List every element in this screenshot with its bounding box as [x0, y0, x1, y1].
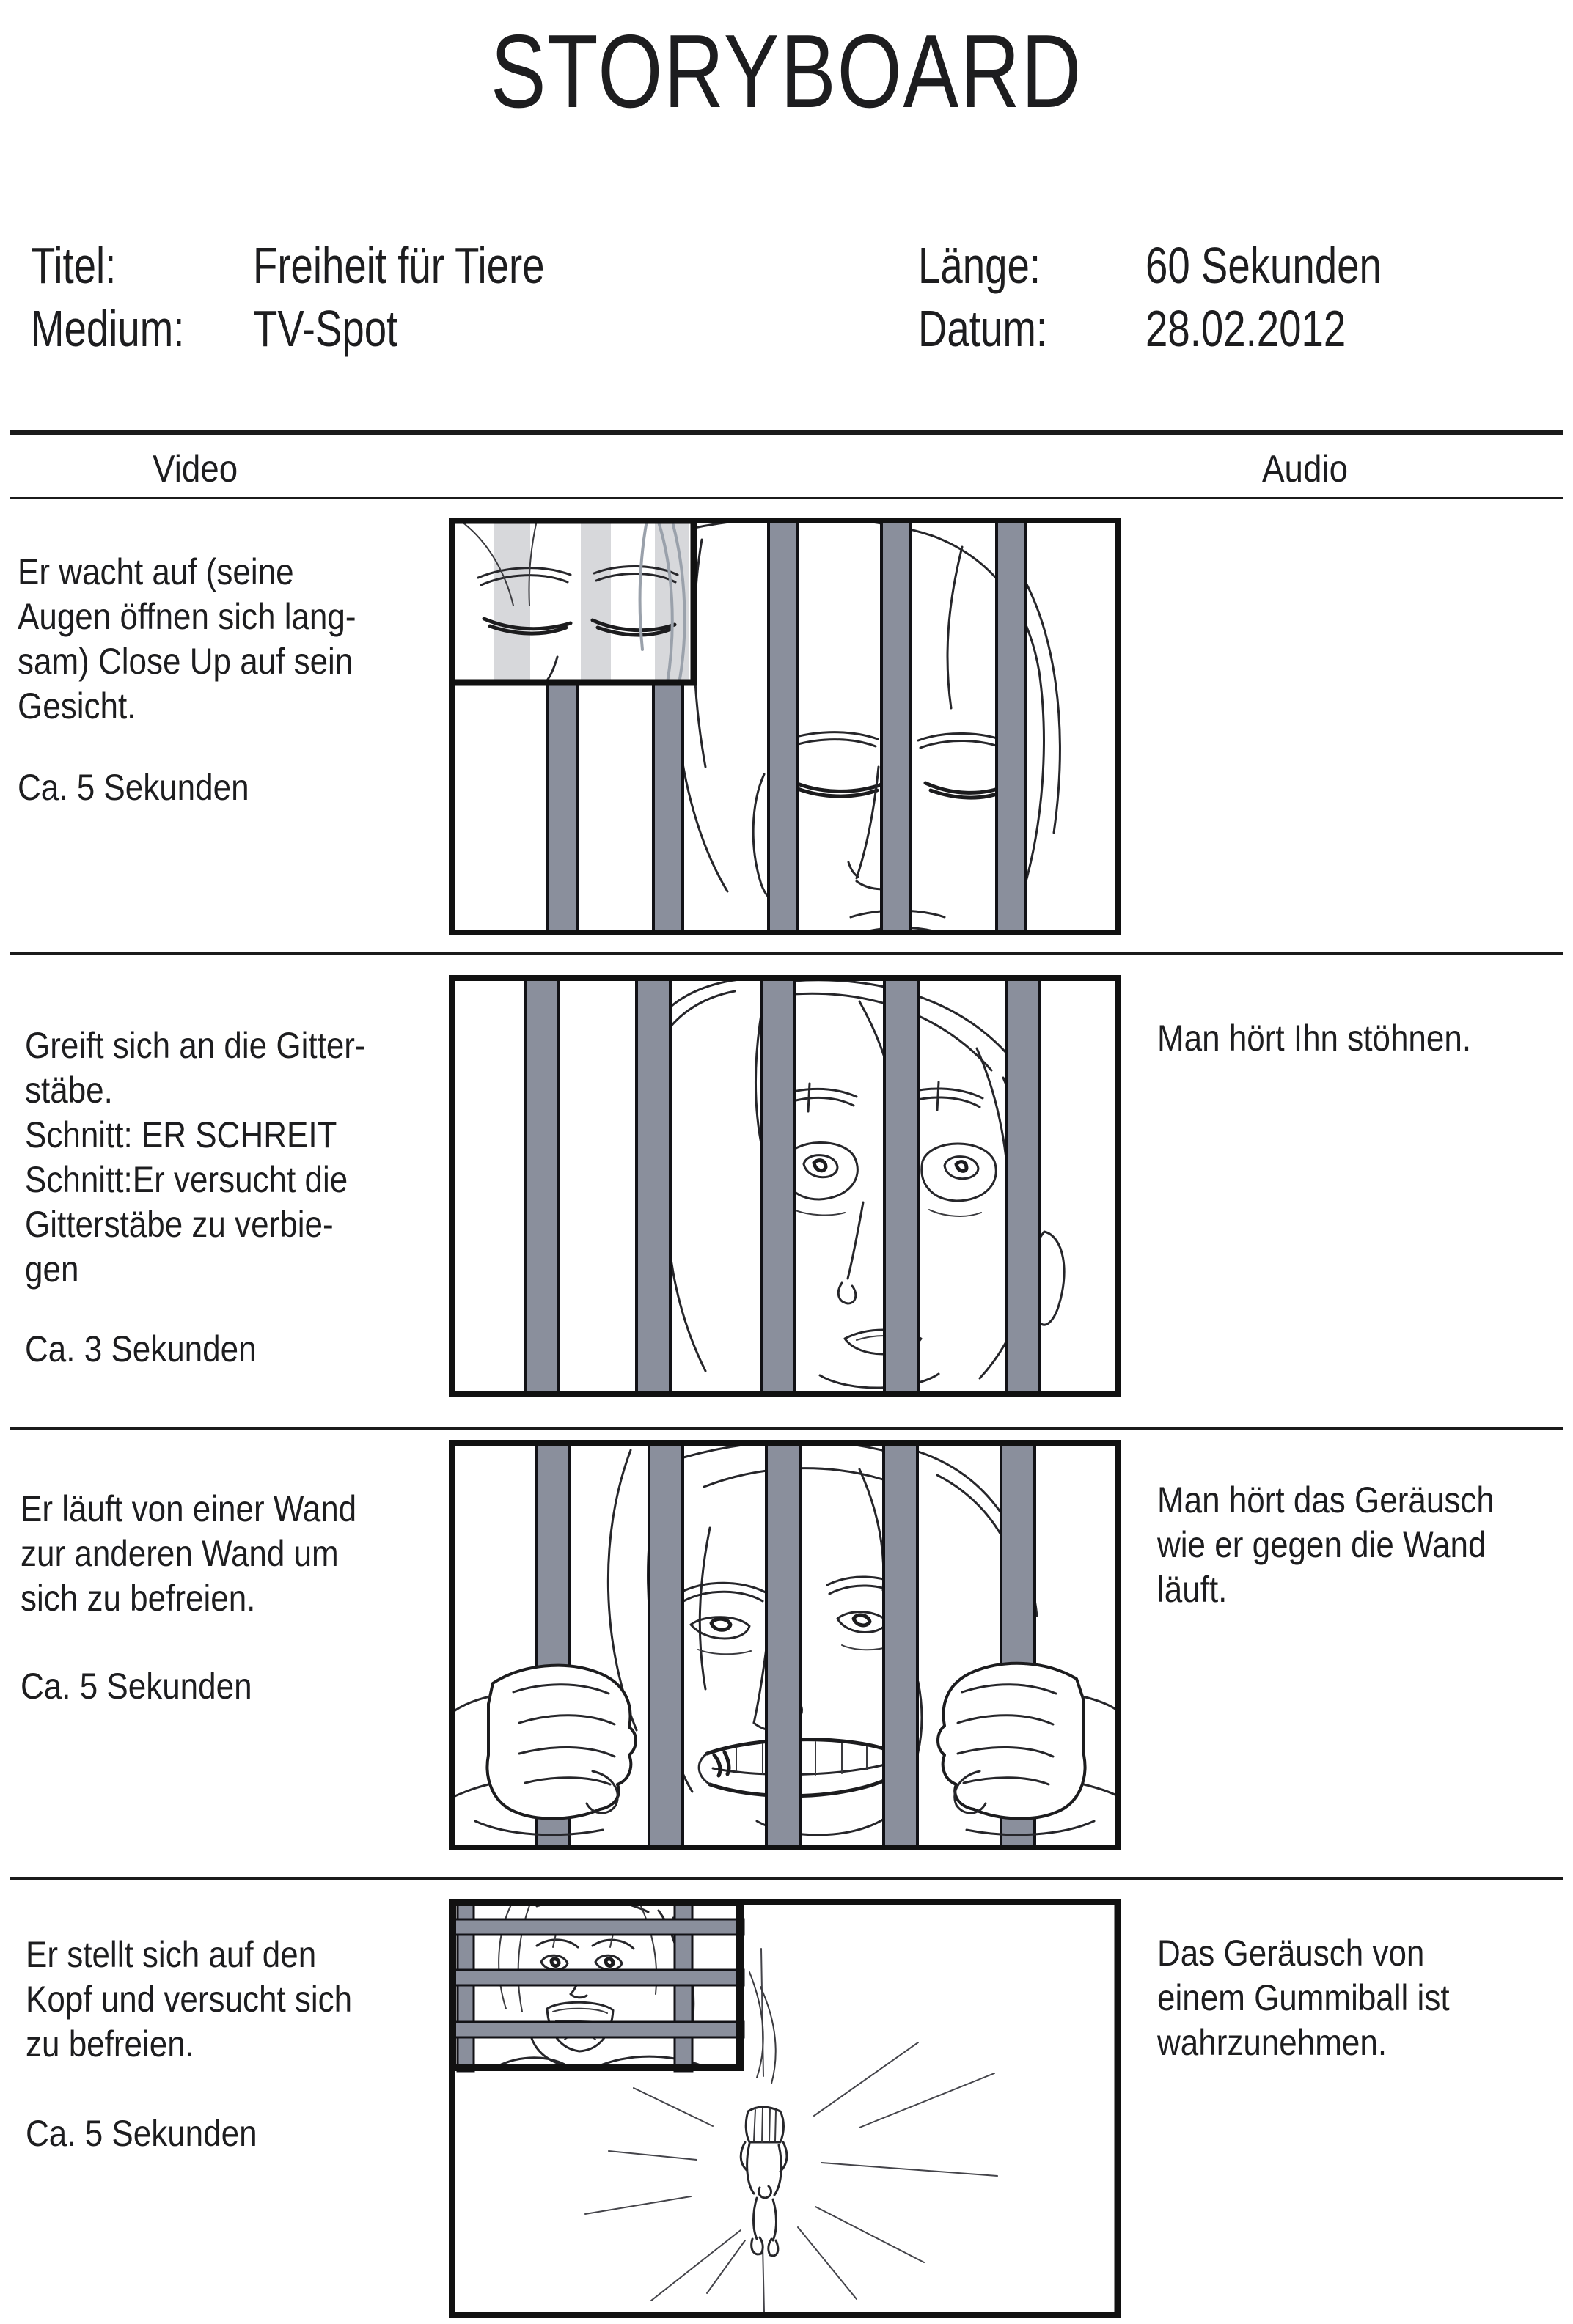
header-rule-top: [10, 430, 1563, 435]
meta-datum-value: 28.02.2012: [1145, 300, 1346, 357]
prison-bar: [882, 1440, 919, 1850]
header-rule-bottom: [10, 497, 1563, 499]
left-fist-gripping-bar: [449, 1663, 637, 1836]
video-text-line: Greift sich an die Gitter-: [25, 1025, 366, 1066]
video-text-line: Gesicht.: [18, 685, 136, 727]
scene-1-duration: Ca. 5 Sekunden: [18, 767, 249, 808]
scene-3-audio-text: Man hört das Geräusch wie er gegen die W…: [1157, 1478, 1495, 1612]
prison-bar: [765, 1440, 802, 1850]
audio-text-line: wie er gegen die Wand: [1157, 1524, 1486, 1565]
hair-spill-strokes: [749, 1971, 777, 2084]
video-text-line: sam) Close Up auf sein: [18, 641, 353, 682]
prison-bar: [767, 518, 799, 935]
row-divider-1: [10, 952, 1563, 955]
meta-laenge-label: Länge:: [918, 237, 1041, 294]
prison-bar-horizontal: [449, 1968, 745, 1987]
closed-eyes-sketch: [461, 519, 686, 685]
prison-bar: [635, 975, 672, 1397]
row-divider-3: [10, 1877, 1563, 1880]
frame-border: [449, 975, 1121, 1397]
prison-bar: [524, 975, 560, 1397]
audio-text-line: einem Gummiball ist: [1157, 1977, 1450, 2018]
prison-bar-horizontal: [449, 2020, 745, 2039]
video-text-line: sich zu befreien.: [21, 1578, 256, 1619]
scene-2-audio-text: Man hört Ihn stöhnen.: [1157, 1016, 1471, 1061]
page-title: STORYBOARD: [490, 13, 1083, 130]
frame-border: [449, 518, 1121, 935]
scene-3-duration: Ca. 5 Sekunden: [21, 1666, 252, 1707]
audio-text-line: Man hört das Geräusch: [1157, 1479, 1495, 1520]
scene-1-frame-sketch: [449, 518, 1121, 935]
inset-border: [449, 518, 697, 686]
meta-titel-value: Freiheit für Tiere: [253, 237, 545, 294]
video-text-line: Kopf und versucht sich: [26, 1979, 353, 2020]
prison-bars: [535, 1440, 1036, 1850]
scene-4-audio-text: Das Geräusch von einem Gummiball ist wah…: [1157, 1931, 1450, 2065]
frame-border: [449, 1440, 1121, 1850]
video-text-line: zu befreien.: [26, 2023, 194, 2064]
row-divider-2: [10, 1427, 1563, 1430]
screaming-face-inset: [449, 1899, 745, 2073]
inset-border: [449, 1899, 744, 2071]
speed-rays: [584, 1948, 998, 2313]
scene-1-video-text: Er wacht auf (seine Augen öffnen sich la…: [18, 550, 356, 729]
scene-4-duration: Ca. 5 Sekunden: [26, 2113, 257, 2154]
audio-text-line: wahrzunehmen.: [1157, 2022, 1387, 2063]
meta-laenge-value: 60 Sekunden: [1145, 237, 1382, 294]
video-text-line: Er wacht auf (seine: [18, 551, 294, 592]
video-text-line: zur anderen Wand um: [21, 1533, 339, 1574]
prison-bar: [1005, 975, 1041, 1397]
video-text-line: Schnitt: ER SCHREIT: [25, 1114, 337, 1155]
prison-bar: [648, 1440, 684, 1850]
video-text-line: Er läuft von einer Wand: [21, 1488, 357, 1529]
prison-bar: [880, 518, 912, 935]
right-fist-gripping-bar: [936, 1661, 1121, 1836]
video-text-line: Augen öffnen sich lang-: [18, 596, 356, 637]
audio-text-line: läuft.: [1157, 1569, 1228, 1610]
scene-3-video-text: Er läuft von einer Wand zur anderen Wand…: [21, 1487, 356, 1621]
frame-border: [449, 1899, 1121, 2318]
scene-2-frame-sketch: [449, 975, 1121, 1397]
prison-bar: [995, 518, 1027, 935]
scene-4-video-text: Er stellt sich auf den Kopf und versucht…: [26, 1933, 352, 2067]
scene-2-duration: Ca. 3 Sekunden: [25, 1328, 257, 1369]
video-text-line: Er stellt sich auf den: [26, 1934, 317, 1975]
video-text-line: gen: [25, 1249, 79, 1290]
scene-3-frame-sketch: [449, 1440, 1121, 1850]
prison-bar-horizontal: [449, 1918, 745, 1936]
meta-datum-label: Datum:: [918, 300, 1047, 357]
inset-cage-bars: [449, 1899, 745, 2073]
meta-medium-label: Medium:: [31, 300, 185, 357]
prison-bar: [760, 975, 796, 1397]
upside-down-figure-sketch: [739, 2106, 788, 2257]
light-prison-bar: [581, 518, 611, 685]
prison-bar: [883, 975, 920, 1397]
video-text-line: Gitterstäbe zu verbie-: [25, 1204, 334, 1245]
audio-text-line: Das Geräusch von: [1157, 1933, 1425, 1974]
meta-medium-value: TV-Spot: [253, 300, 398, 357]
scene-4-frame-sketch: [449, 1899, 1121, 2318]
video-text-line: Schnitt:Er versucht die: [25, 1159, 348, 1200]
meta-titel-label: Titel:: [31, 237, 117, 294]
video-text-line: stäbe.: [25, 1070, 113, 1111]
closeup-eyes-inset: [449, 518, 697, 686]
audio-text-line: Man hört Ihn stöhnen.: [1157, 1018, 1472, 1059]
column-header-audio: Audio: [1262, 448, 1349, 490]
scene-2-video-text: Greift sich an die Gitter- stäbe. Schnit…: [25, 1023, 366, 1292]
column-header-video: Video: [153, 448, 238, 490]
prison-bars: [524, 975, 1041, 1397]
